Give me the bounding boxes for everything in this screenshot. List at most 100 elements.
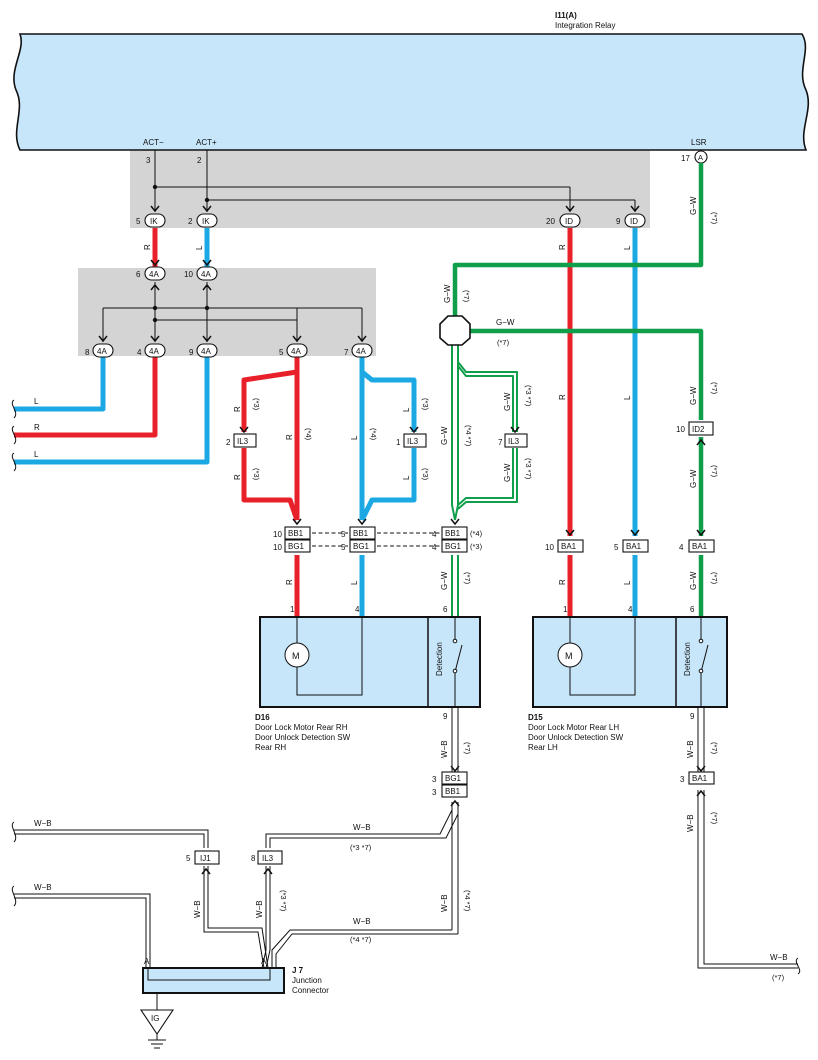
svg-text:L: L	[623, 395, 632, 400]
connector-bg1-10: 10 BG1	[273, 539, 311, 553]
green-wires	[452, 163, 704, 616]
connector-il3-8: 8 IL3	[251, 850, 283, 865]
junction-dots	[152, 184, 210, 323]
svg-text:3: 3	[432, 775, 437, 784]
svg-text:(*7): (*7)	[462, 290, 471, 303]
svg-text:M: M	[565, 651, 573, 661]
svg-text:BB1: BB1	[353, 529, 369, 538]
connector-bg1-4: 4 BG1	[432, 539, 468, 553]
svg-text:3: 3	[680, 775, 685, 784]
red-wires	[14, 228, 573, 616]
svg-text:Door Unlock Detection SW: Door Unlock Detection SW	[255, 733, 351, 742]
svg-text:W−B: W−B	[34, 819, 52, 828]
svg-text:BA1: BA1	[692, 774, 708, 783]
svg-text:L: L	[34, 397, 39, 406]
shade-region-4a	[78, 268, 376, 356]
svg-text:(*3 *7): (*3 *7)	[279, 890, 288, 912]
svg-text:(*7): (*7)	[710, 572, 719, 585]
svg-text:5: 5	[186, 854, 191, 863]
svg-text:G−W: G−W	[503, 392, 512, 411]
svg-text:(*7): (*7)	[463, 742, 472, 755]
svg-text:4: 4	[432, 530, 437, 539]
svg-text:8: 8	[85, 348, 90, 357]
svg-text:(*7): (*7)	[772, 973, 785, 982]
svg-text:G−W: G−W	[503, 463, 512, 482]
svg-text:9: 9	[443, 712, 448, 721]
rect-connectors: 2 IL3 1 IL3 7 IL3 10 ID2 10 BB1 10 BG1 5…	[186, 421, 715, 865]
svg-text:IL3: IL3	[237, 437, 249, 446]
connector-il3-7: 7 IL3	[498, 433, 528, 448]
svg-text:IK: IK	[202, 217, 210, 226]
svg-text:W−B: W−B	[440, 894, 449, 912]
svg-text:ID: ID	[565, 217, 573, 226]
connector-4a-4: 4 4A	[137, 343, 166, 358]
connector-ij1-5: 5 IJ1	[186, 850, 220, 865]
svg-text:L: L	[623, 580, 632, 585]
pin-a-label: A	[698, 153, 703, 162]
svg-text:IL3: IL3	[262, 854, 274, 863]
connector-bb1-5: 5 BB1	[341, 526, 376, 540]
svg-text:(*7): (*7)	[710, 742, 719, 755]
svg-text:1: 1	[290, 605, 295, 614]
svg-text:4A: 4A	[97, 347, 107, 356]
svg-text:W−B: W−B	[34, 883, 52, 892]
svg-text:L: L	[350, 435, 359, 440]
svg-text:ID2: ID2	[692, 425, 705, 434]
connector-ba1-4: 4 BA1	[679, 539, 715, 553]
svg-text:R: R	[285, 434, 294, 440]
relay-code: I11(A)	[555, 11, 577, 20]
green-double-wires	[451, 345, 518, 616]
svg-text:BB1: BB1	[288, 529, 304, 538]
svg-text:7: 7	[498, 438, 503, 447]
svg-text:2: 2	[188, 217, 193, 226]
svg-text:(*7): (*7)	[463, 572, 472, 585]
connector-4a-5: 5 4A	[279, 343, 308, 358]
svg-text:4A: 4A	[149, 347, 159, 356]
svg-text:9: 9	[690, 712, 695, 721]
svg-text:(*3 *7): (*3 *7)	[524, 458, 533, 480]
svg-text:Connector: Connector	[292, 986, 329, 995]
svg-text:Detection: Detection	[683, 642, 692, 676]
connector-id2-10: 10 ID2	[676, 421, 714, 436]
connector-il3-1: 1 IL3	[396, 433, 427, 448]
svg-text:Rear LH: Rear LH	[528, 743, 558, 752]
svg-text:5: 5	[136, 217, 141, 226]
svg-text:W−B: W−B	[686, 814, 695, 832]
pin-number-2: 2	[197, 156, 202, 165]
internal-wiring	[102, 150, 636, 342]
svg-text:(*4): (*4)	[470, 529, 483, 538]
svg-text:(*7): (*7)	[710, 212, 719, 225]
wb-double-wires	[14, 707, 798, 969]
connector-ik-5: 5 IK	[136, 213, 166, 228]
svg-text:4A: 4A	[356, 347, 366, 356]
svg-text:5: 5	[614, 543, 619, 552]
svg-text:Detection: Detection	[435, 642, 444, 676]
svg-text:10: 10	[676, 425, 685, 434]
svg-text:8: 8	[251, 854, 256, 863]
connector-bb1-10: 10 BB1	[273, 526, 311, 540]
svg-text:(*3): (*3)	[470, 542, 483, 551]
svg-text:BA1: BA1	[561, 542, 577, 551]
svg-text:IL3: IL3	[407, 437, 419, 446]
connector-ba1-10: 10 BA1	[545, 539, 584, 553]
svg-text:IK: IK	[150, 217, 158, 226]
connector-bb1-3: 3 BB1	[432, 784, 468, 798]
svg-text:A: A	[261, 957, 267, 966]
svg-text:(*4 *7): (*4 *7)	[463, 890, 472, 912]
svg-text:G−W: G−W	[689, 386, 698, 405]
svg-text:G−W: G−W	[440, 426, 449, 445]
svg-text:BG1: BG1	[353, 542, 370, 551]
svg-text:R: R	[233, 406, 242, 412]
junction-connector-j7: A A J 7 Junction Connector	[142, 957, 329, 995]
connector-4a-6: 6 4A	[136, 266, 166, 281]
svg-text:BG1: BG1	[445, 542, 462, 551]
svg-text:BB1: BB1	[445, 787, 461, 796]
svg-text:1: 1	[396, 438, 401, 447]
svg-text:6: 6	[136, 270, 141, 279]
pin-number-17: 17	[681, 154, 690, 163]
svg-text:2: 2	[226, 438, 231, 447]
svg-text:IL3: IL3	[508, 437, 520, 446]
svg-text:Door Lock Motor Rear RH: Door Lock Motor Rear RH	[255, 723, 348, 732]
svg-text:(*7): (*7)	[710, 382, 719, 395]
svg-text:4A: 4A	[201, 270, 211, 279]
